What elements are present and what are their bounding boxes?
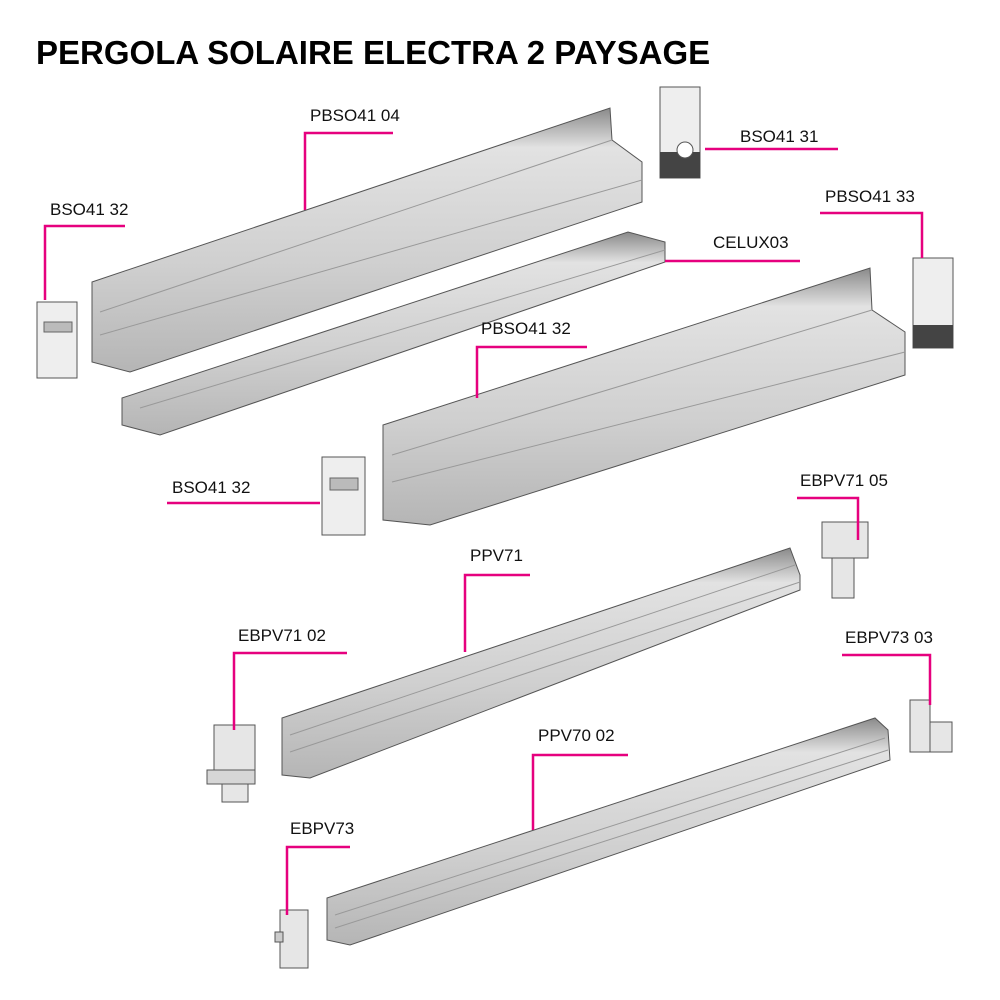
- label-bso41-32-mid: BSO41 32: [172, 478, 251, 497]
- label-pbso41-32: PBSO41 32: [481, 319, 571, 338]
- diagram-title: PERGOLA SOLAIRE ELECTRA 2 PAYSAGE: [36, 34, 711, 71]
- leader-bso41-32-top: [43, 224, 125, 300]
- label-pbso41-33: PBSO41 33: [825, 187, 915, 206]
- label-ppv70-02: PPV70 02: [538, 726, 615, 745]
- leader-ebpv73: [285, 845, 350, 915]
- bracket-ebpv71-05: [821, 521, 869, 599]
- label-ebpv71-05: EBPV71 05: [800, 471, 888, 490]
- leader-ebpv71-05: [797, 496, 860, 540]
- leader-lines: [43, 131, 932, 915]
- bracket-ebpv73: [274, 909, 309, 969]
- rail-pbso41-04: [91, 107, 643, 373]
- bracket-bso41-31: [659, 86, 701, 179]
- label-pbso41-04: PBSO41 04: [310, 106, 400, 125]
- leader-pbso41-32: [475, 345, 587, 398]
- bracket-ebpv71-02: [206, 724, 256, 803]
- leader-ebpv71-02: [232, 651, 347, 730]
- leader-ppv70-02: [531, 753, 628, 830]
- bracket-bso41-32-mid: [321, 456, 366, 536]
- label-bso41-32-top: BSO41 32: [50, 200, 129, 219]
- leader-ebpv73-03: [842, 653, 932, 705]
- rail-ppv70-02: [326, 717, 891, 946]
- rail-pbso41-32: [382, 267, 906, 526]
- label-ebpv71-02: EBPV71 02: [238, 626, 326, 645]
- bracket-pbso41-33: [912, 257, 954, 349]
- bracket-bso41-32-top: [36, 301, 78, 379]
- label-ppv71: PPV71: [470, 546, 523, 565]
- label-ebpv73: EBPV73: [290, 819, 355, 838]
- leader-ppv71: [463, 573, 530, 652]
- label-bso41-31: BSO41 31: [740, 127, 819, 146]
- label-ebpv73-03: EBPV73 03: [845, 628, 933, 647]
- rail-ppv71: [281, 547, 801, 779]
- leader-pbso41-04: [303, 131, 393, 210]
- label-celux03: CELUX03: [713, 233, 789, 252]
- leader-pbso41-33: [820, 211, 924, 258]
- bracket-ebpv73-03: [909, 699, 953, 753]
